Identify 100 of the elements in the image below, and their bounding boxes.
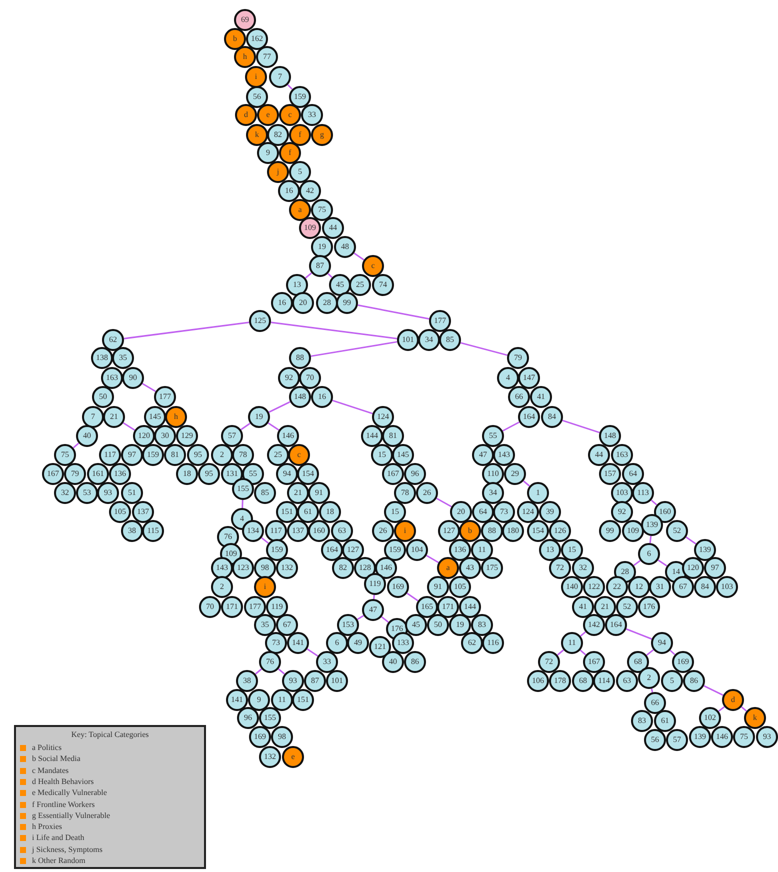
number-node: 139: [689, 726, 711, 748]
number-node: 44: [588, 444, 610, 466]
number-node: 180: [502, 520, 524, 542]
connector-line: [124, 322, 250, 340]
number-node: 155: [232, 478, 254, 500]
number-node: 45: [329, 274, 351, 296]
connector-line: [658, 559, 668, 567]
connector-line: [255, 668, 262, 675]
number-node: 146: [711, 726, 733, 748]
category-node: i: [394, 520, 416, 542]
number-node: 157: [599, 463, 621, 485]
number-node: 139: [641, 514, 663, 536]
number-node: 83: [471, 614, 493, 636]
number-node: 28: [316, 292, 338, 314]
connector-line: [650, 688, 654, 692]
number-node: 127: [342, 539, 364, 561]
number-node: 75: [733, 726, 755, 748]
number-node: 15: [371, 444, 393, 466]
number-node: 117: [265, 520, 287, 542]
category-node: h: [234, 46, 256, 68]
number-node: 32: [572, 557, 594, 579]
number-node: 41: [530, 386, 552, 408]
number-node: 120: [133, 425, 155, 447]
number-node: 75: [54, 444, 76, 466]
number-node: 42: [299, 180, 321, 202]
number-node: 91: [427, 576, 449, 598]
number-node: 137: [132, 501, 154, 523]
category-node: c: [288, 444, 310, 466]
connector-line: [72, 442, 80, 448]
number-node: 52: [616, 596, 638, 618]
connector-line: [650, 500, 658, 506]
number-node: 105: [109, 501, 131, 523]
number-node: 75: [311, 199, 333, 221]
number-node: 6: [638, 543, 660, 565]
number-node: 92: [278, 367, 300, 389]
number-node: 13: [539, 539, 561, 561]
number-node: 98: [254, 557, 276, 579]
number-node: 50: [427, 614, 449, 636]
legend-text: j Sickness, Symptoms: [32, 844, 102, 854]
number-node: 123: [232, 557, 254, 579]
category-node: a: [289, 199, 311, 221]
connector-line: [633, 560, 641, 566]
number-node: 124: [517, 501, 539, 523]
number-node: 9: [257, 142, 279, 164]
number-node: 115: [142, 520, 164, 542]
number-node: 49: [347, 632, 369, 654]
number-node: 105: [449, 576, 471, 598]
connector-line: [460, 342, 508, 356]
number-node: 139: [694, 539, 716, 561]
number-node: 119: [266, 596, 288, 618]
number-node: 96: [237, 707, 259, 729]
number-node: 9: [248, 689, 270, 711]
number-node: 7: [82, 406, 104, 428]
connector-line: [327, 273, 333, 278]
number-node: 171: [221, 596, 243, 618]
number-node: 62: [461, 632, 483, 654]
number-node: 86: [404, 651, 426, 673]
number-node: 83: [631, 710, 653, 732]
number-node: 167: [42, 463, 64, 485]
number-node: 178: [549, 670, 571, 692]
category-node: d: [235, 104, 257, 126]
number-node: 164: [321, 539, 343, 561]
number-node: 64: [622, 463, 644, 485]
number-node: 137: [287, 520, 309, 542]
number-node: 125: [249, 310, 271, 332]
number-node: 68: [627, 651, 649, 673]
connector-line: [373, 594, 375, 600]
number-node: 5: [661, 670, 683, 692]
number-node: 47: [472, 444, 494, 466]
number-node: 40: [76, 425, 98, 447]
number-node: 120: [682, 557, 704, 579]
number-node: 45: [405, 614, 427, 636]
number-node: 15: [561, 539, 583, 561]
number-node: 40: [382, 651, 404, 673]
number-node: 114: [593, 670, 615, 692]
number-node: 164: [518, 406, 540, 428]
number-node: 47: [362, 599, 384, 621]
number-node: 68: [572, 670, 594, 692]
connector-line: [704, 685, 724, 696]
connector-line: [287, 84, 293, 90]
number-node: 143: [493, 444, 515, 466]
number-node: 44: [322, 217, 344, 239]
category-node: i: [245, 66, 267, 88]
number-node: 87: [304, 670, 326, 692]
number-node: 177: [429, 310, 451, 332]
number-node: 21: [103, 406, 125, 428]
number-node: 93: [282, 670, 304, 692]
number-node: 165: [416, 596, 438, 618]
number-node: 67: [276, 614, 298, 636]
connector-line: [142, 382, 156, 392]
number-node: 138: [91, 347, 113, 369]
number-node: 96: [404, 463, 426, 485]
legend-text: d Health Behaviors: [32, 776, 94, 786]
number-node: 84: [541, 406, 563, 428]
number-node: 144: [361, 425, 383, 447]
number-node: 82: [332, 557, 354, 579]
number-node: 159: [266, 539, 288, 561]
legend-text: c Mandates: [32, 766, 69, 775]
number-node: 110: [482, 463, 504, 485]
number-node: 12: [628, 576, 650, 598]
